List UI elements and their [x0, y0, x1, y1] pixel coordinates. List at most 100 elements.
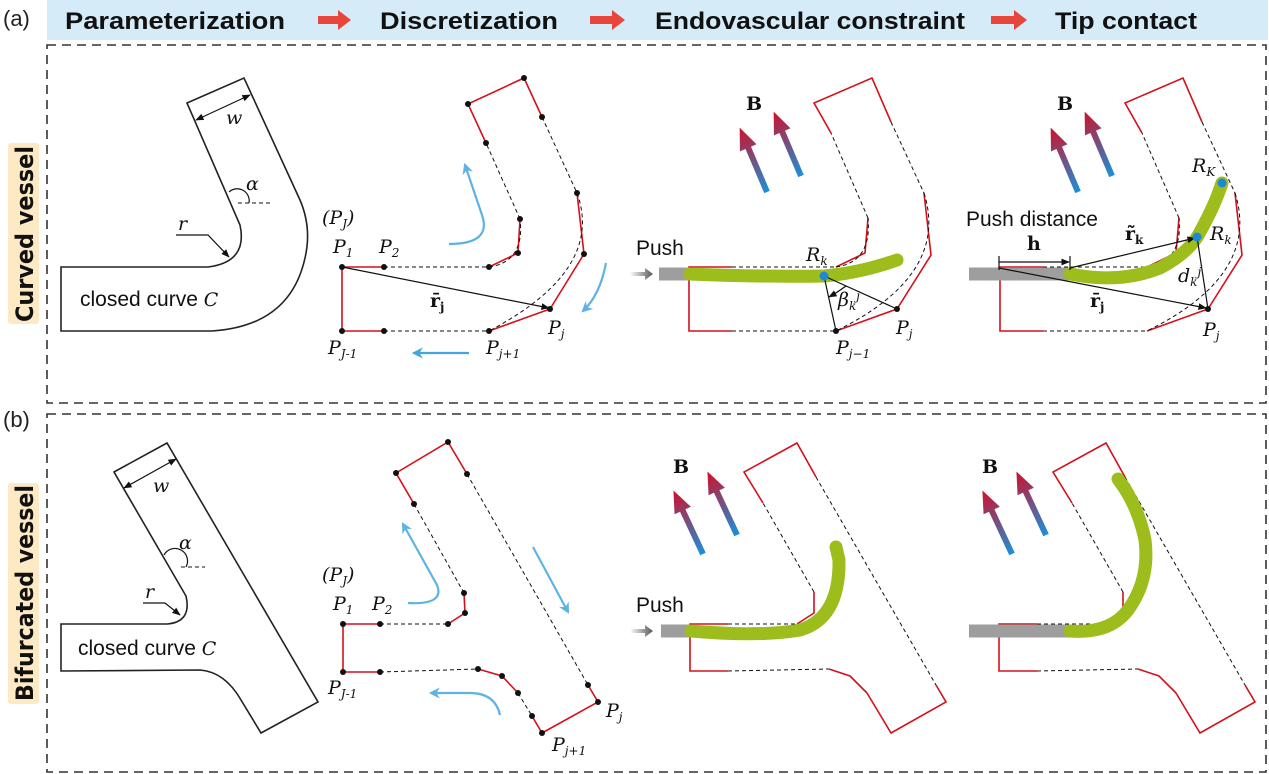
- guidewire-magnetic: [1063, 176, 1229, 285]
- label-Pj: Pj: [547, 317, 565, 341]
- label-B: B: [746, 93, 762, 115]
- magnetic-field-arrow-icon: [665, 486, 712, 558]
- curved-vessel-tip-contact: B Push distance h RK Rk r̃k dkj r̄j Pj: [966, 76, 1243, 343]
- label-Pj: Pj: [605, 700, 623, 724]
- magnetic-field-arrow-icon: [699, 467, 746, 539]
- curved-vessel-discretization: (PJ) P1 P2 PJ-1 Pj+1 Pj r̄j: [322, 75, 608, 361]
- bifurcated-vessel-endovascular: B Push: [630, 441, 948, 735]
- step-discretization: Discretization: [380, 8, 558, 35]
- step-arrow-icon: [318, 10, 351, 30]
- radius-arrow: [176, 234, 230, 258]
- label-beta: βkj: [837, 289, 860, 313]
- angle-label: α: [179, 532, 192, 554]
- label-B: B: [673, 456, 689, 478]
- width-label: w: [226, 107, 242, 129]
- label-Pj: Pj: [895, 317, 913, 341]
- magnetic-field-arrow-icon: [1076, 108, 1121, 180]
- guidewire-magnetic: [683, 253, 904, 283]
- label-d: dkj: [1178, 265, 1201, 289]
- bifurcated-vessel-outline: [60, 441, 320, 735]
- label-P2: P2: [371, 593, 392, 617]
- tip-point: [1217, 178, 1227, 188]
- r-bar-vector: [998, 267, 1207, 310]
- step-tip-contact: Tip contact: [1055, 8, 1197, 35]
- header-band: [47, 0, 1268, 40]
- magnetic-field-arrow-icon: [1042, 124, 1087, 196]
- bifurcated-vessel-tip-contact: B: [969, 441, 1257, 735]
- label-PJ-1: PJ-1: [327, 677, 357, 701]
- curved-vessel-parameterization: w α r closed curve C: [60, 76, 309, 332]
- discretized-vessel: [689, 441, 948, 735]
- r-tilde-vector: [1069, 236, 1196, 269]
- curved-vessel-endovascular: B Push Rk βkj Pj Pj−1: [630, 76, 932, 361]
- guidewire-magnetic: [684, 540, 846, 641]
- contact-point: [1192, 232, 1202, 242]
- flow-arrow-icon: [532, 546, 570, 614]
- bifurcated-vessel-discretization: (PJ) P1 P2 PJ-1 Pj+1 Pj: [322, 439, 623, 758]
- label-r-bar-j: r̄j: [1090, 290, 1104, 314]
- label-PJ-1: PJ-1: [327, 337, 357, 361]
- label-Pj+1: Pj+1: [551, 734, 586, 758]
- magnetic-field-arrow-icon: [1008, 467, 1055, 539]
- label-Pj: Pj: [1202, 319, 1220, 343]
- label-Pj-1: Pj−1: [835, 337, 870, 361]
- width-arrow: [195, 94, 251, 121]
- closed-curve-label: closed curve C: [78, 637, 217, 660]
- flow-arrow-icon: [401, 522, 440, 605]
- label-P2: P2: [378, 236, 399, 260]
- radius-label: r: [178, 213, 189, 235]
- label-B: B: [982, 456, 998, 478]
- angle-label: α: [246, 173, 259, 195]
- magnetic-field-arrow-icon: [731, 124, 776, 196]
- magnetic-field-arrow-icon: [974, 486, 1021, 558]
- row-label-bg: [8, 143, 39, 324]
- row-label-bg: [8, 483, 39, 704]
- push-arrow-icon: [630, 268, 653, 280]
- angle-arc: [228, 188, 250, 204]
- panel-b-box: [46, 413, 1267, 773]
- label-B: B: [1057, 93, 1073, 115]
- width-label: w: [153, 475, 169, 497]
- label-Pj+1: Pj+1: [485, 337, 520, 361]
- row-label-bifurcated-vessel: Bifurcated vessel: [11, 485, 39, 701]
- r-bar-vector: [341, 266, 550, 310]
- closed-curve-label: closed curve C: [80, 288, 219, 311]
- guidewire-magnetic: [1063, 472, 1153, 638]
- angle-arc: [163, 547, 189, 568]
- label-r-tilde-k: r̃k: [1125, 223, 1144, 247]
- distance-line: [1196, 236, 1209, 310]
- label-r-bar-j: r̄j: [430, 290, 444, 314]
- contact-point: [819, 271, 829, 281]
- curved-vessel-outline: [60, 76, 309, 332]
- discretized-vessel: [974, 441, 1257, 735]
- label-PJ-paren: (PJ): [322, 564, 354, 588]
- label-PJ-paren: (PJ): [322, 207, 354, 231]
- flow-arrow-icon: [428, 687, 502, 716]
- bifurcated-vessel-parameterization: w α r closed curve C: [60, 441, 320, 735]
- push-arrow-icon: [630, 625, 653, 637]
- step-endovascular-constraint: Endovascular constraint: [655, 8, 965, 35]
- discretized-vessel: [688, 76, 932, 332]
- push-label: Push: [636, 594, 684, 617]
- label-h: h: [1027, 233, 1041, 255]
- panel-b-label: (b): [3, 407, 30, 432]
- discrete-points: [340, 439, 601, 736]
- panel-a-box: [46, 44, 1267, 404]
- radius-label: r: [145, 581, 156, 603]
- label-P1: P1: [332, 593, 353, 617]
- push-distance-label: Push distance: [966, 208, 1098, 231]
- label-Rk: Rk: [805, 244, 828, 268]
- label-Rk: Rk: [1209, 223, 1232, 247]
- label-RK: RK: [1191, 155, 1216, 179]
- row-label-curved-vessel: Curved vessel: [11, 146, 39, 322]
- step-arrow-icon: [590, 10, 625, 30]
- discrete-points: [339, 75, 587, 334]
- push-label: Push: [636, 237, 684, 260]
- step-parameterization: Parameterization: [65, 8, 285, 35]
- width-arrow: [123, 458, 177, 489]
- flow-arrow-icon: [448, 162, 485, 246]
- flow-arrow-icon: [581, 262, 608, 313]
- step-arrow-icon: [991, 10, 1027, 30]
- radius-arrow: [143, 602, 181, 616]
